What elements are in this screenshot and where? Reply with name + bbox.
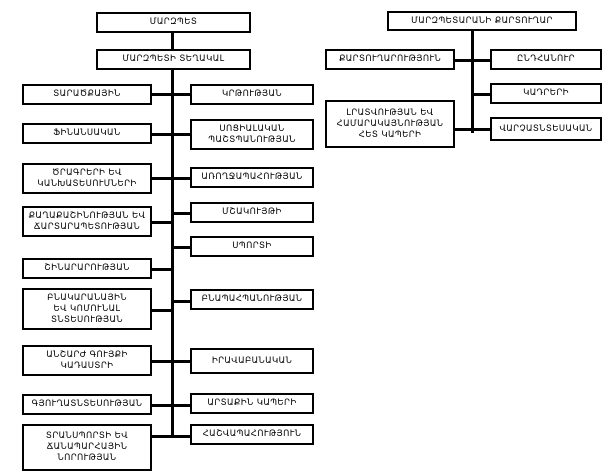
connector-root-to-deputy [171,32,174,50]
box-legal[interactable]: ԻՐԱՎԱԲԱՆԱԿԱՆ [190,348,314,374]
box-transport-roads[interactable]: ՏՐԱՆՍՊՈՐՏԻ ԵՎ ՃԱՆԱՊԱՐՀԱՅԻՆ ՆՈՐՈՒԹՅԱՆ [22,424,152,471]
box-financial[interactable]: ՖԻՆԱՆՍԱԿԱՆ [22,123,152,144]
box-social-protection[interactable]: ՍՈՑԻԱԼԱԿԱՆ ՊԱՇՏՊԱՆՈՒԹՅԱՆ [190,119,314,150]
box-accounting[interactable]: ՀԱՇՎԱՊԱՀՈՒԹՅՈՒՆ [190,424,314,445]
connector-left-6 [152,309,173,312]
box-territorial[interactable]: ՏԱՐԱԾՔԱՅԻՆ [22,84,152,105]
connector-left-1 [152,93,173,96]
box-general-division[interactable]: ԸՆԴՀԱՆՈՒՐ [490,49,602,70]
connector-secretary-left-2 [455,128,473,131]
box-urban-planning-architecture[interactable]: ՔԱՂԱՔԱՇԻՆՈՒԹՅԱՆ ԵՎ ՃԱՐՏԱՐԱՊԵՏՈՒԹՅԱՆ [22,206,152,237]
box-marzpet-root[interactable]: ՄԱՐԶՊԵՏ [96,12,251,33]
connector-left-5 [152,268,173,271]
connector-left-7 [152,360,173,363]
connector-left-9 [152,435,173,438]
connector-left-8 [152,404,173,407]
box-personnel[interactable]: ԿԱԴՐԵՐԻ [490,83,602,104]
connector-left-3 [152,177,173,180]
box-housing-communal-economy[interactable]: ԲՆԱԿԱՐԱՆԱՅԻՆ ԵՎ ԿՈՄՈՒՆԱԼ ՏՆՏԵՍՈՒԹՅԱՆ [22,288,152,330]
box-real-estate-cadastre[interactable]: ԱՆՇԱՐԺ ԳՈՒՅՔԻ ԿԱԴԱՍՏՐԻ [22,345,152,376]
box-programs-forecasting[interactable]: ԾՐԱԳՐԵՐԻ ԵՎ ԿԱՆԽԱՏԵՍՈՒՄՆԵՐԻ [22,163,152,194]
main-trunk-line [171,69,174,437]
box-education[interactable]: ԿՐԹՈՒԹՅԱՆ [190,84,314,105]
connector-secretary-left-1 [455,59,473,62]
box-culture[interactable]: ՄՇԱԿՈՒՅԹԻ [190,202,314,223]
connector-right-6 [173,300,191,303]
box-deputy-marzpet[interactable]: ՄԱՐԶՊԵՏԻ ՏԵՂԱԿԱԼ [96,49,251,70]
box-environment-protection[interactable]: ԲՆԱՊԱՀՊԱՆՈՒԹՅԱՆ [190,289,314,310]
box-healthcare[interactable]: ԱՌՈՂՋԱՊԱՀՈՒԹՅԱՆ [190,167,314,188]
connector-secretary-right-2 [473,93,491,96]
connector-right-8 [173,404,191,407]
connector-left-4 [152,221,173,224]
connector-right-9 [173,435,191,438]
box-agriculture[interactable]: ԳՅՈՒՂԱՏՆՏԵՍՈՒԹՅԱՆ [22,394,152,415]
box-media-public-relations[interactable]: ԼՐԱՏՎՈՒԹՅԱՆ ԵՎ ՀԱՄԱՐԱԿԱՅՆՈՒԹՅԱՆ ՀԵՏ ԿԱՊԵ… [325,100,455,148]
box-secretary-root[interactable]: ՄԱՐԶՊԵՏԱՐԱՆԻ ՔԱՐՏՈՒՂԱՐ [387,11,577,31]
connector-right-4 [173,212,191,215]
connector-right-5 [173,246,191,249]
connector-right-2 [173,133,191,136]
connector-left-2 [152,133,173,136]
box-sport[interactable]: ՍՊՈՐՏԻ [190,236,314,257]
connector-right-7 [173,360,191,363]
secretary-trunk-line [471,30,474,133]
connector-secretary-right-3 [473,128,491,131]
box-construction[interactable]: ՇԻՆԱՐԱՐՈՒԹՅԱՆ [22,258,152,279]
connector-right-3 [173,177,191,180]
box-external-relations[interactable]: ԱՐՏԱՔԻՆ ԿԱՊԵՐԻ [190,393,314,414]
connector-secretary-right-1 [473,59,491,62]
box-secretariat[interactable]: ՔԱՐՏՈՒՂԱՐՈՒԹՅՈՒՆ [325,49,455,70]
connector-right-1 [173,93,191,96]
box-administrative-economic[interactable]: ՎԱՐՉԱՏՆՏԵՍԱԿԱՆ [490,117,602,141]
